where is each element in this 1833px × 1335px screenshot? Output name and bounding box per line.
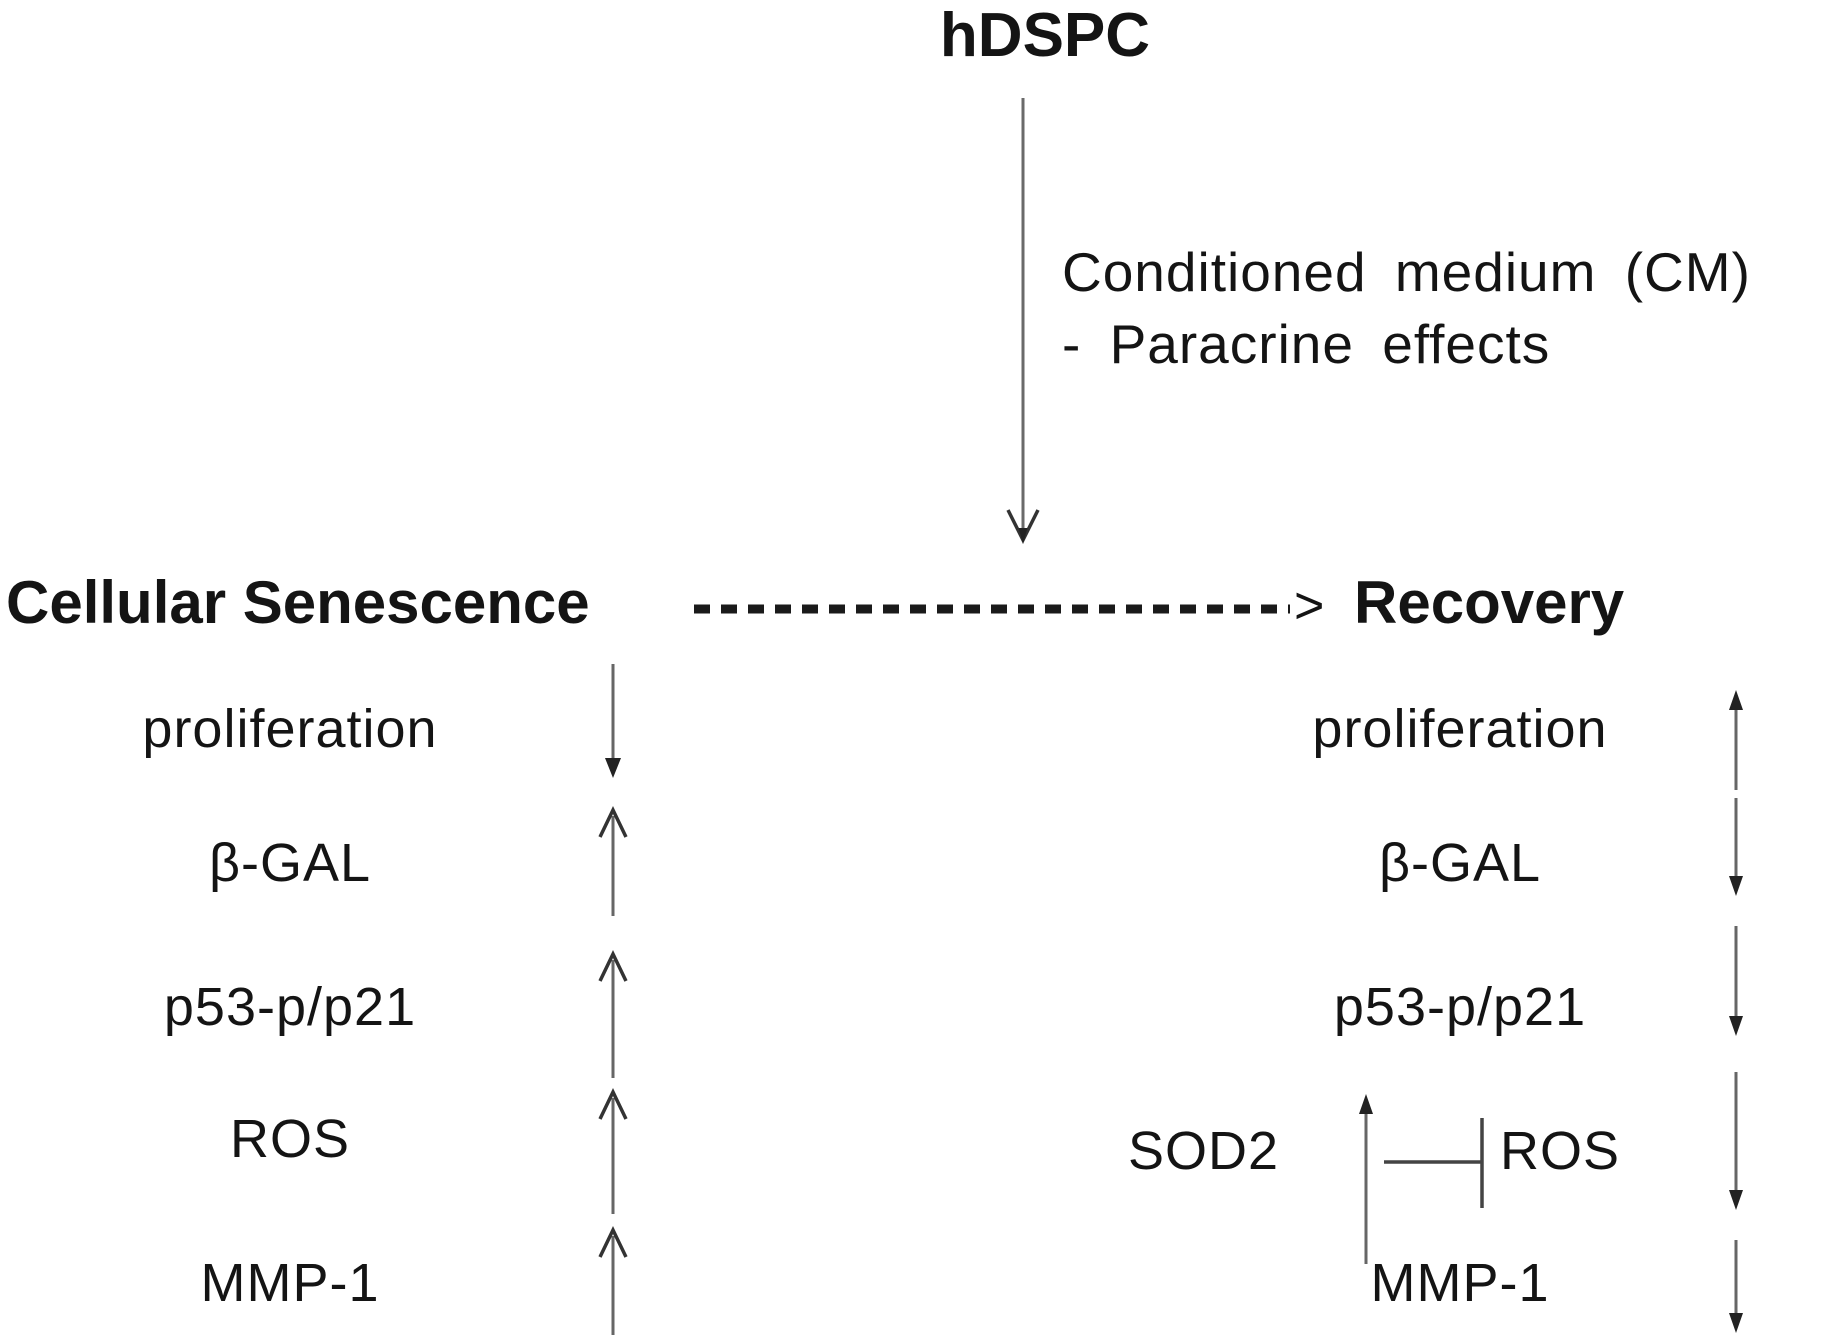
recovery-marker-bgal: β-GAL xyxy=(1378,833,1542,893)
down-arrow-icon xyxy=(1729,1072,1743,1210)
up-arrow-icon xyxy=(598,1087,628,1214)
down-arrow-icon xyxy=(605,664,621,778)
figure-title: hDSPC xyxy=(939,1,1151,70)
up-arrow-icon xyxy=(598,805,628,916)
senescence-marker-p53p21: p53-p/p21 xyxy=(163,977,417,1037)
cm-label-line1: Conditioned medium (CM) xyxy=(1062,241,1751,303)
dashed-arrow-head: > xyxy=(1294,577,1325,635)
cm-label-line2: - Paracrine effects xyxy=(1062,313,1551,375)
recovery-header: Recovery xyxy=(1354,569,1625,636)
dashed-arrow xyxy=(694,604,1290,614)
up-arrow-icon xyxy=(1359,1094,1373,1264)
recovery-marker-proliferation: proliferation xyxy=(1312,699,1608,759)
recovery-marker-mmp1: MMP-1 xyxy=(1370,1253,1550,1313)
down-arrow-icon xyxy=(1729,1240,1743,1333)
senescence-header: Cellular Senescence xyxy=(6,569,590,636)
down-arrow-icon xyxy=(1729,926,1743,1036)
recovery-marker-ros: ROS xyxy=(1500,1121,1621,1181)
up-arrow-icon xyxy=(1729,690,1743,790)
up-arrow-icon xyxy=(598,949,628,1078)
up-arrow-icon xyxy=(598,1225,628,1335)
senescence-marker-proliferation: proliferation xyxy=(142,699,438,759)
recovery-marker-p53p21: p53-p/p21 xyxy=(1333,977,1587,1037)
inhibition-icon xyxy=(1384,1118,1484,1208)
down-arrow-icon xyxy=(1006,98,1040,544)
recovery-marker-sod2: SOD2 xyxy=(1128,1121,1280,1181)
senescence-marker-ros: ROS xyxy=(229,1109,351,1169)
senescence-marker-bgal: β-GAL xyxy=(208,833,372,893)
senescence-marker-mmp1: MMP-1 xyxy=(200,1253,380,1313)
cm-arrow-label: Conditioned medium (CM) - Paracrine effe… xyxy=(1062,236,1751,380)
down-arrow-icon xyxy=(1729,798,1743,896)
